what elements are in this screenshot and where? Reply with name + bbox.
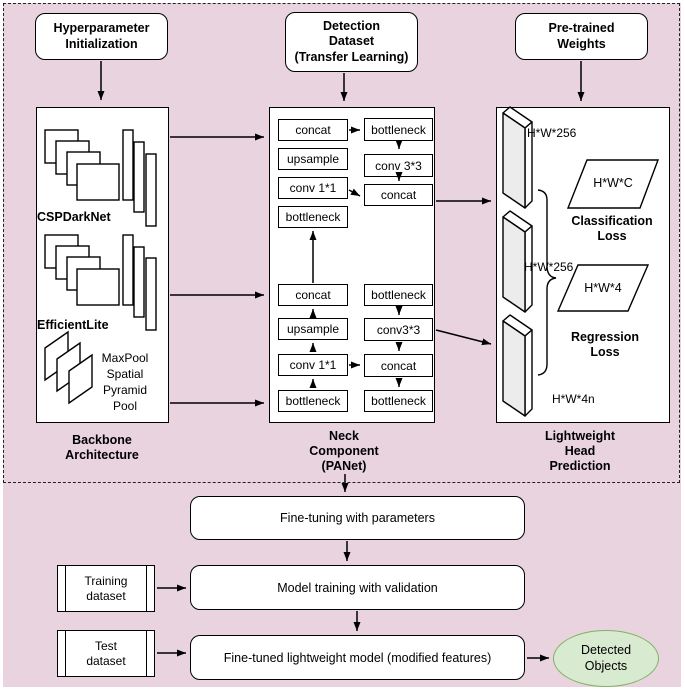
training-dataset-label: Training dataset bbox=[84, 573, 128, 603]
dim-mid-label: H*W*256 bbox=[524, 260, 574, 274]
regression-shape-label: H*W*4 bbox=[584, 281, 622, 295]
classification-loss-label: Classification Loss bbox=[571, 214, 653, 243]
head-caption: Lightweight Head Prediction bbox=[544, 429, 616, 473]
neck-top-concat: concat bbox=[278, 119, 348, 141]
neck-top-bottleneck-right: bottleneck bbox=[364, 118, 433, 141]
fine-tuned-model-box: Fine-tuned lightweight model (modified f… bbox=[190, 635, 525, 680]
hyperparameter-initialization-box: Hyperparameter Initialization bbox=[35, 13, 168, 60]
pretrained-weights-box: Pre-trained Weights bbox=[515, 13, 648, 60]
head-box bbox=[496, 107, 670, 423]
classification-shape-label: H*W*C bbox=[593, 176, 633, 190]
neck-top-conv3x3: conv 3*3 bbox=[364, 154, 433, 177]
training-dataset-box: Training dataset bbox=[57, 565, 155, 612]
neck-top-bottleneck-left: bottleneck bbox=[278, 206, 348, 228]
test-dataset-box: Test dataset bbox=[57, 630, 155, 677]
detection-dataset-box: Detection Dataset (Transfer Learning) bbox=[285, 12, 418, 72]
neck-bottom-bottleneck-r1: bottleneck bbox=[364, 284, 433, 306]
neck-bottom-conv1x1: conv 1*1 bbox=[278, 354, 348, 376]
neck-top-conv1x1: conv 1*1 bbox=[278, 177, 348, 199]
dim-bottom-label: H*W*4n bbox=[552, 392, 595, 406]
neck-top-concat-right: concat bbox=[364, 184, 433, 206]
neck-bottom-concat: concat bbox=[278, 284, 348, 306]
dim-top-label: H*W*256 bbox=[527, 126, 577, 140]
maxpool-label: MaxPool Spatial Pyramid Pool bbox=[101, 351, 149, 413]
cspdarknet-label: CSPDarkNet bbox=[37, 210, 111, 224]
neck-caption: Neck Component (PANet) bbox=[309, 429, 379, 473]
model-training-box: Model training with validation bbox=[190, 565, 525, 610]
fine-tuning-box: Fine-tuning with parameters bbox=[190, 496, 525, 540]
dataset-inner-bar bbox=[65, 566, 66, 611]
neck-bottom-conv3x3: conv3*3 bbox=[364, 318, 433, 341]
test-dataset-label: Test dataset bbox=[86, 638, 126, 668]
detected-objects-ellipse: Detected Objects bbox=[553, 630, 659, 687]
dataset-inner-bar bbox=[65, 631, 66, 676]
backbone-caption: Backbone Architecture bbox=[65, 433, 139, 462]
neck-bottom-concat-right: concat bbox=[364, 354, 433, 377]
efficientlite-label: EfficientLite bbox=[37, 318, 109, 332]
dataset-inner-bar bbox=[146, 566, 147, 611]
neck-bottom-upsample: upsample bbox=[278, 318, 348, 340]
neck-bottom-bottleneck-r2: bottleneck bbox=[364, 390, 433, 412]
neck-top-upsample: upsample bbox=[278, 148, 348, 170]
regression-loss-label: Regression Loss bbox=[570, 330, 640, 359]
dataset-inner-bar bbox=[146, 631, 147, 676]
neck-bottom-bottleneck-left: bottleneck bbox=[278, 390, 348, 412]
